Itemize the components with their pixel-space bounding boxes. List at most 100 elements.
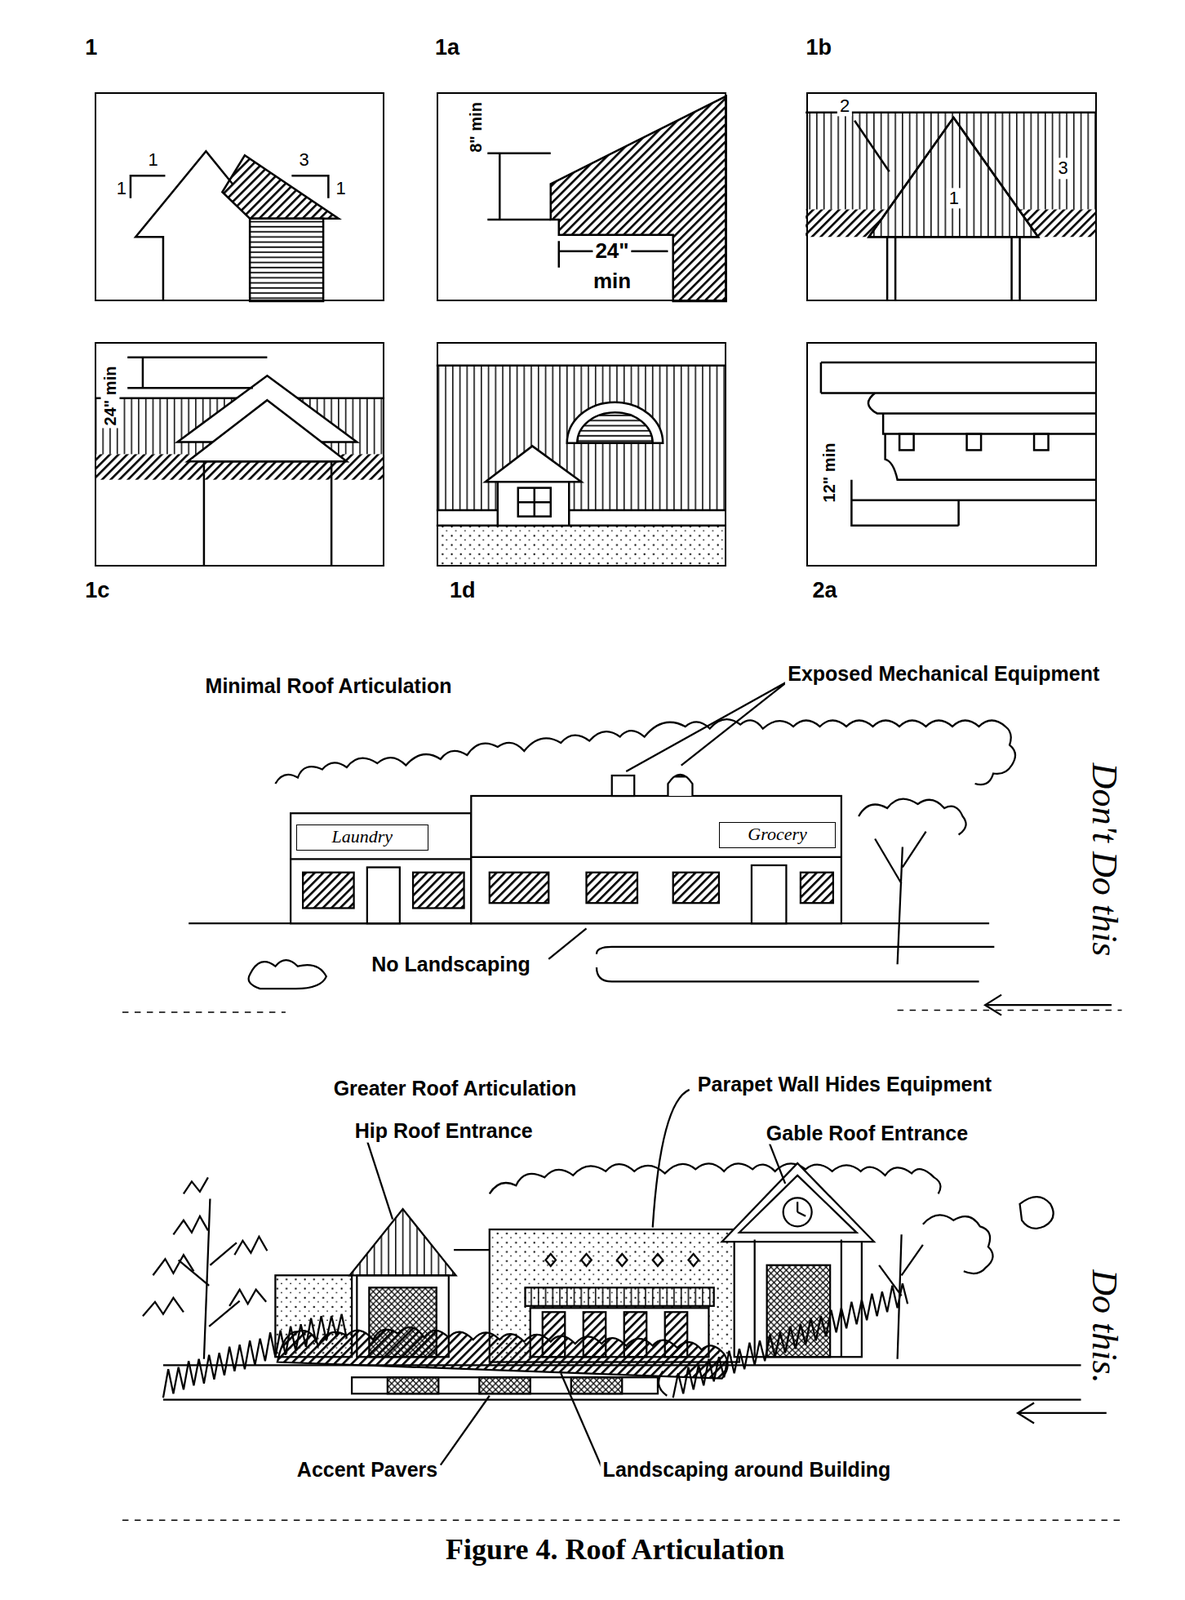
sign-text: Laundry	[297, 825, 429, 848]
dimension-label: min	[590, 269, 634, 294]
panel-1a-sketch	[487, 153, 551, 220]
shopping-center-sketch	[1017, 1402, 1107, 1423]
strip-mall-sketch	[367, 866, 400, 924]
strip-mall-sketch	[122, 681, 1123, 1016]
panel-1-sketch	[291, 175, 329, 198]
panel-label: 1d	[449, 577, 476, 604]
dimension-label: 24" min	[101, 363, 120, 429]
strip-mall-sketch	[673, 872, 719, 903]
panel-label: 1a	[434, 35, 460, 61]
panel-2a-sketch	[821, 362, 1097, 526]
panel-label: 1c	[84, 577, 110, 604]
shopping-center-sketch	[163, 1363, 1082, 1366]
annotation-label: Gable Roof Entrance	[763, 1120, 971, 1145]
panel-1-sketch	[249, 218, 324, 302]
panel-1a-sketch	[487, 96, 726, 302]
annotation-label: Minimal Roof Articulation	[203, 674, 455, 698]
sign-text: Grocery	[719, 822, 836, 846]
detail-panel: 2a	[806, 341, 1097, 567]
shopping-center-sketch	[479, 1376, 530, 1394]
shopping-center-sketch	[797, 1201, 806, 1216]
handwritten-note: Don't Do this	[1082, 759, 1125, 959]
shopping-center-sketch	[1020, 1196, 1054, 1229]
strip-mall-sketch	[470, 795, 842, 924]
store-sign: Grocery	[718, 821, 837, 848]
detail-panel: 1d	[436, 341, 727, 567]
panel-1-sketch	[135, 150, 233, 302]
strip-mall-sketch	[188, 922, 990, 924]
shopping-center-sketch	[277, 1327, 728, 1379]
strip-mall-sketch	[302, 872, 354, 909]
shopping-center-sketch	[722, 1162, 875, 1242]
panel-1d-sketch	[436, 510, 727, 526]
panel-1d-sketch	[518, 488, 551, 517]
shopping-center-sketch	[367, 1140, 393, 1219]
panel-1c-sketch	[94, 357, 385, 567]
shopping-center-sketch	[560, 1372, 602, 1467]
panel-2a-sketch	[885, 433, 1097, 480]
panel-label: 2a	[812, 577, 838, 604]
shopping-center-sketch	[652, 1089, 690, 1228]
figure-caption: Figure 4. Roof Articulation	[442, 1531, 788, 1567]
strip-mall-sketch	[667, 774, 693, 796]
panel-1d-sketch	[436, 365, 727, 511]
dimension-label: 24"	[592, 239, 631, 264]
shopping-center-sketch	[489, 1162, 941, 1194]
strip-mall-sketch	[985, 994, 1112, 1016]
panel-1d-sketch	[436, 363, 727, 366]
strip-mall-sketch	[470, 856, 842, 858]
shopping-center-sketch	[739, 1175, 857, 1233]
shopping-center-sketch	[545, 1253, 699, 1266]
shopping-center-sketch	[525, 1287, 715, 1305]
annotation-label: Greater Roof Articulation	[331, 1075, 580, 1100]
shopping-center-sketch	[387, 1376, 439, 1394]
strip-mall-sketch	[548, 927, 586, 959]
strip-mall-sketch	[586, 872, 638, 903]
shopping-center-sketch	[142, 1176, 267, 1359]
annotation-label: Landscaping around Building	[600, 1457, 894, 1482]
annotation-label: Accent Pavers	[294, 1457, 440, 1482]
shopping-center-sketch	[163, 1398, 1082, 1401]
panel-1d-sketch	[567, 402, 663, 444]
panel-2a-sketch	[899, 433, 914, 450]
callout-number: 1	[332, 178, 348, 200]
panel-label: 1	[84, 35, 98, 61]
strip-mall-sketch	[122, 1009, 1123, 1012]
store-sign: Laundry	[296, 824, 430, 851]
panel-1c-sketch	[127, 357, 267, 388]
panel-1d-sketch	[436, 365, 727, 567]
callout-number: 1	[145, 150, 160, 171]
strip-mall-sketch	[596, 946, 995, 981]
panel-1b-sketch	[805, 112, 1097, 302]
strip-mall-sketch	[874, 831, 926, 964]
panel-1-sketch	[221, 155, 338, 218]
shopping-center-sketch	[878, 1233, 924, 1359]
panel-1b-sketch	[887, 236, 1020, 302]
panel-1a-sketch	[550, 96, 727, 302]
panel-1c-sketch	[187, 399, 347, 462]
shopping-center-sketch	[440, 1395, 490, 1465]
panel-label: 1b	[806, 35, 833, 61]
shopping-center-sketch	[122, 1518, 1123, 1520]
strip-mall-sketch	[290, 857, 471, 860]
strip-mall-sketch	[751, 865, 786, 924]
annotation-label: No Landscaping	[368, 952, 533, 977]
panel-1b-sketch	[869, 117, 1039, 237]
strip-mall-sketch	[800, 872, 834, 903]
panel-1d-sketch	[518, 488, 551, 517]
callout-number: 2	[837, 95, 853, 116]
panel-1d-sketch	[485, 445, 582, 482]
callout-number: 3	[296, 150, 311, 171]
shopping-center-sketch	[178, 1242, 240, 1326]
shopping-center-sketch	[783, 1197, 813, 1226]
shopping-center-sketch	[350, 1208, 457, 1275]
panel-1d-sketch	[497, 479, 569, 526]
panel-2a-sketch	[868, 392, 1097, 413]
strip-mall-sketch	[248, 959, 327, 989]
panel-2a-sketch	[821, 362, 1097, 393]
panel-2a-sketch	[851, 479, 1097, 526]
strip-mall-sketch	[412, 872, 464, 909]
strip-mall-sketch	[275, 718, 1016, 785]
shopping-center-sketch	[923, 1214, 994, 1274]
